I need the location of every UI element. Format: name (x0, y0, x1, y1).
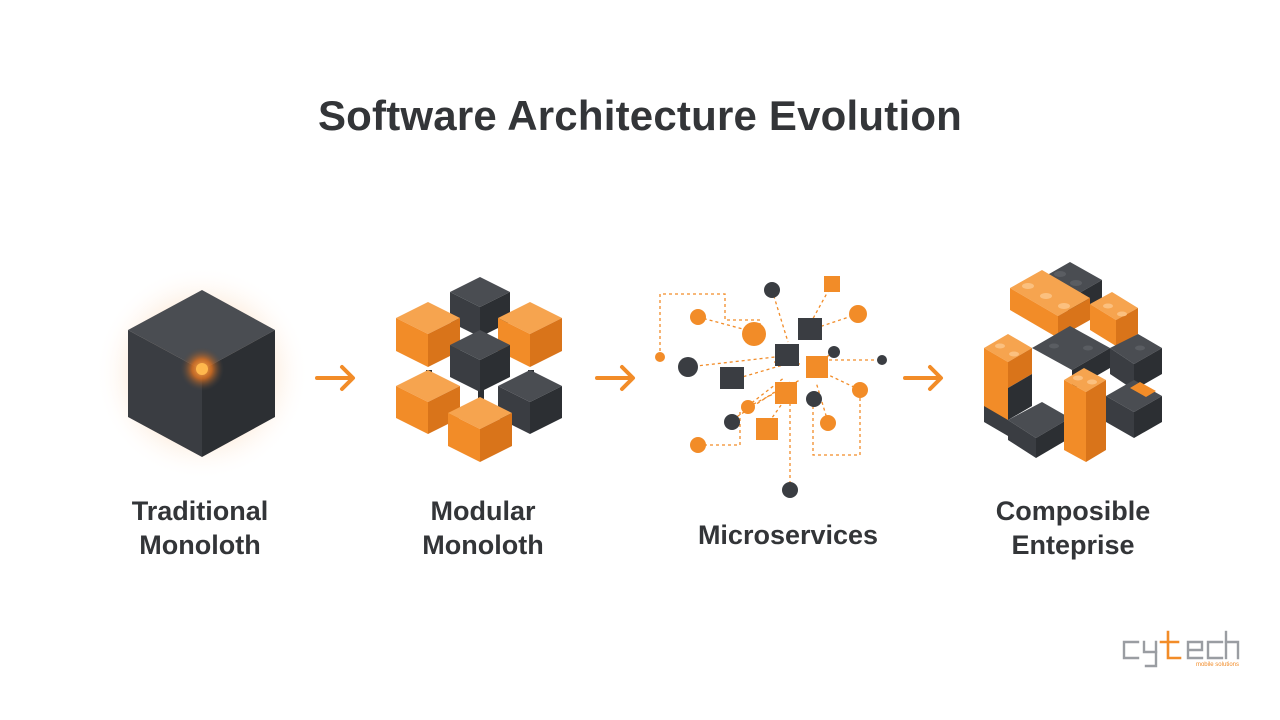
orange-module-cube (396, 302, 460, 367)
orange-brick (984, 334, 1032, 426)
orange-brick (1064, 368, 1106, 462)
service-square (720, 276, 840, 440)
stage-label-line: Composible (995, 496, 1151, 526)
arrow-right-icon (315, 365, 355, 391)
stage-label-line: Traditional (131, 496, 269, 526)
stage-label-line: Enteprise (1011, 530, 1135, 560)
stage-label-line: Monoloth (422, 530, 544, 560)
orange-module-cube (448, 397, 512, 462)
stage-label-line: Modular (430, 496, 536, 526)
orange-brick (1090, 292, 1138, 346)
dark-brick (1106, 380, 1162, 438)
cytech-logo: mobile solutions (1122, 630, 1240, 668)
stage-label-traditional-monolith: Traditional Monoloth (90, 494, 310, 562)
arrow-right-icon (595, 365, 635, 391)
page-title: Software Architecture Evolution (317, 92, 963, 139)
arrow-right-icon (903, 365, 943, 391)
stage-label-line: Monoloth (139, 530, 261, 560)
microservices-network-illustration (655, 276, 887, 498)
stage-label-line: Microservices (697, 520, 879, 550)
orange-brick (1010, 270, 1090, 338)
stage-label-composable-enterprise: Composible Enteprise (958, 494, 1188, 562)
modular-monolith-illustration (396, 277, 562, 462)
logo-tagline: mobile solutions (1196, 662, 1239, 668)
traditional-monolith-illustration (95, 266, 309, 480)
dark-module-cube (450, 330, 510, 392)
dark-brick (984, 374, 1070, 458)
composable-blocks-illustration (984, 262, 1162, 462)
stage-label-microservices: Microservices (658, 518, 918, 552)
stage-label-modular-monolith: Modular Monoloth (373, 494, 593, 562)
dark-brick (1110, 334, 1162, 390)
service-node (655, 282, 887, 498)
